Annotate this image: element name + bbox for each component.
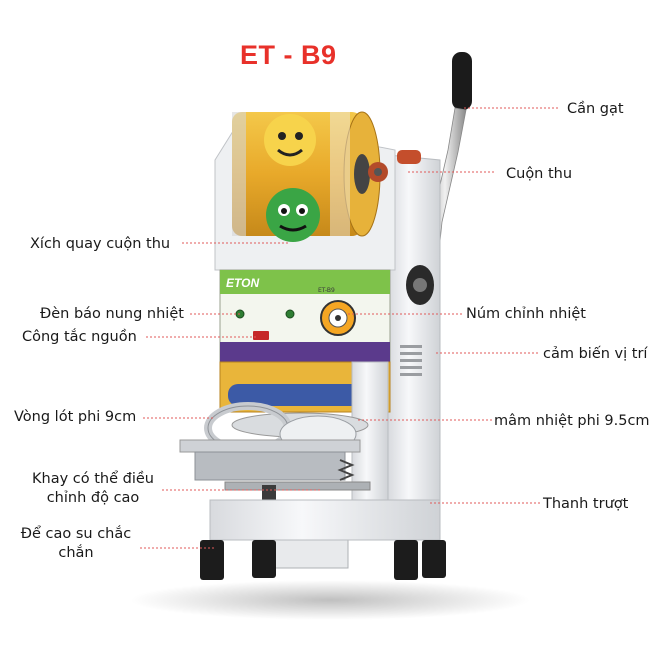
label-slide-bar: Thanh trượt [543, 496, 629, 512]
slide-bar [224, 481, 371, 491]
label-tray-line2: chỉnh độ cao [46, 490, 140, 506]
label-feet-line2: chắn [58, 545, 94, 561]
label-take-up-roll: Cuộn thu [506, 166, 573, 182]
label-lever: Cần gạt [567, 101, 624, 117]
label-heat-light: Đèn báo nung nhiệt [40, 306, 184, 322]
page-title: ET - B9 [240, 40, 337, 70]
leader-lines [140, 107, 558, 549]
panel-brand-text: ETON [226, 276, 259, 290]
label-power-switch: Công tắc nguồn [22, 329, 137, 345]
label-chain: Xích quay cuộn thu [30, 236, 171, 252]
right-side-panel [387, 154, 441, 501]
rubber-feet [200, 540, 446, 580]
floor-shadow [130, 580, 530, 620]
label-tray-line1: Khay có thể điều [32, 471, 154, 487]
panel-model-text: ET-B9 [318, 287, 335, 294]
label-feet-line1: Để cao su chắc [20, 526, 132, 542]
control-panel: ETON ET-B9 [219, 269, 391, 363]
label-tray: Khay có thể điều chỉnh độ cao [18, 470, 168, 508]
vent-slots [400, 345, 422, 376]
film-roll [232, 111, 381, 242]
label-position-sensor: cảm biến vị trí [543, 346, 648, 362]
machine-base [209, 499, 441, 541]
label-cup-ring: Vòng lót phi 9cm [14, 409, 137, 425]
label-heat-plate: mâm nhiệt phi 9.5cm [494, 413, 650, 429]
chain-sprocket [368, 150, 421, 182]
power-switch [253, 331, 269, 340]
adjustable-tray [179, 439, 361, 481]
label-temp-knob: Núm chỉnh nhiệt [466, 306, 586, 322]
label-feet: Để cao su chắc chắn [6, 525, 146, 563]
